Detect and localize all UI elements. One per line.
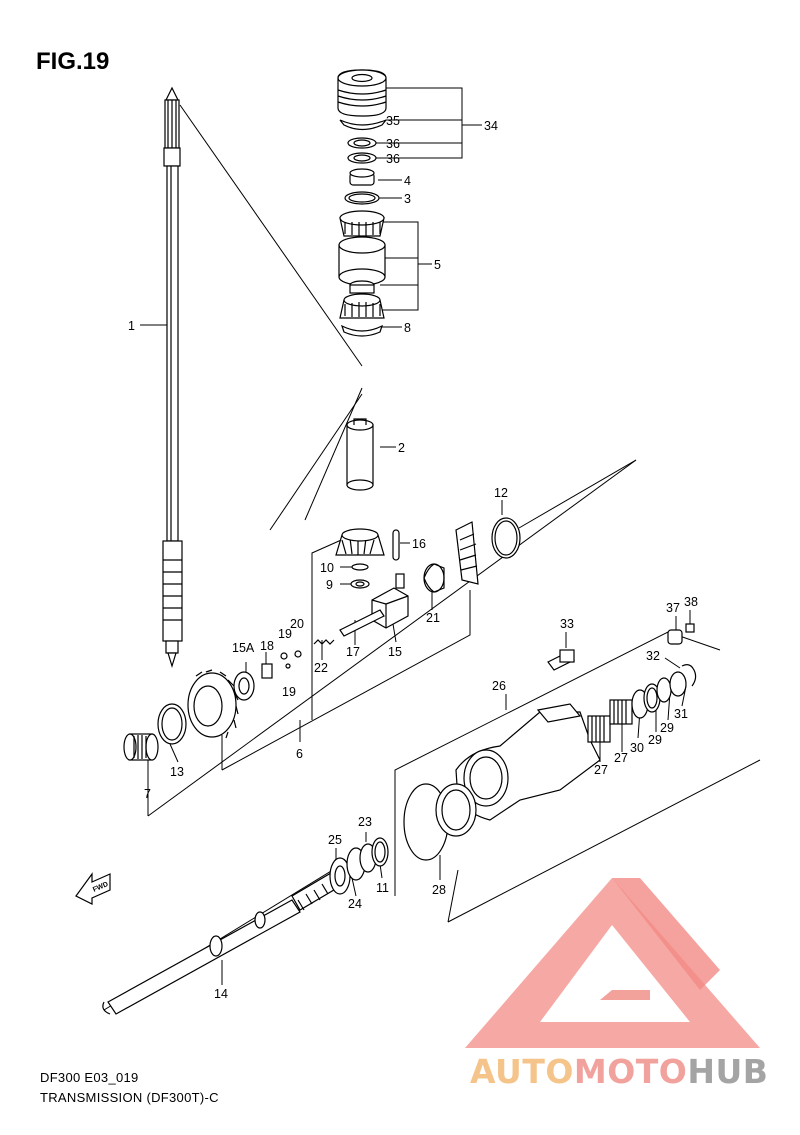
diagram-caption: TRANSMISSION (DF300T)-C: [40, 1090, 219, 1105]
callout-36-bottom: 36: [386, 152, 400, 166]
callout-5: 5: [434, 258, 441, 272]
callout-38: 38: [684, 595, 698, 609]
callout-35: 35: [386, 114, 400, 128]
callout-29-right: 29: [660, 721, 674, 735]
callout-6: 6: [296, 747, 303, 761]
callout-19-top: 19: [278, 627, 292, 641]
callout-18: 18: [260, 639, 274, 653]
callout-19-bottom: 19: [282, 685, 296, 699]
bushing: [346, 418, 374, 491]
callout-27-left: 27: [594, 763, 608, 777]
callout-29-left: 29: [648, 733, 662, 747]
callout-10: 10: [320, 561, 334, 575]
callout-37: 37: [666, 601, 680, 615]
watermark-part-auto: AUTO: [470, 1052, 574, 1091]
callout-7: 7: [144, 787, 151, 801]
figure-title: FIG.19: [36, 48, 110, 75]
watermark-part-hub: HUB: [687, 1052, 769, 1091]
callout-14: 14: [214, 987, 228, 1001]
callout-16: 16: [412, 537, 426, 551]
watermark-logo: [465, 878, 760, 1048]
callout-30: 30: [630, 741, 644, 755]
callout-3: 3: [404, 192, 411, 206]
callout-1: 1: [128, 319, 135, 333]
callout-25: 25: [328, 833, 342, 847]
callout-20: 20: [290, 617, 304, 631]
callout-22: 22: [314, 661, 328, 675]
callout-23: 23: [358, 815, 372, 829]
clutch-components: [233, 517, 521, 701]
callout-36-top: 36: [386, 137, 400, 151]
callout-26: 26: [492, 679, 506, 693]
callout-21: 21: [426, 611, 440, 625]
callout-27-right: 27: [614, 751, 628, 765]
callout-17: 17: [346, 645, 360, 659]
callout-33: 33: [560, 617, 574, 631]
reverse-gear: [123, 669, 239, 761]
callout-12: 12: [494, 486, 508, 500]
callout-15: 15: [388, 645, 402, 659]
callout-2: 2: [398, 441, 405, 455]
callout-9: 9: [326, 578, 333, 592]
drive-shaft: [162, 86, 183, 669]
pinion-gear: [335, 528, 385, 589]
callout-31: 31: [674, 707, 688, 721]
diagram-code: DF300 E03_019: [40, 1070, 139, 1085]
callout-34: 34: [484, 119, 498, 133]
watermark-text: AUTOMOTOHUB: [470, 1052, 768, 1091]
callout-24: 24: [348, 897, 362, 911]
fwd-arrow-icon: FWD: [75, 872, 111, 905]
callout-28: 28: [432, 883, 446, 897]
callout-labels: 1 2 3 4 5 6 7 8 9 10 11 12 13 14 15 15A …: [128, 114, 698, 1001]
callout-15a: 15A: [232, 641, 255, 655]
callout-32: 32: [646, 649, 660, 663]
callout-8: 8: [404, 321, 411, 335]
propeller-shaft-housing: [403, 623, 697, 861]
callout-11: 11: [376, 881, 389, 895]
watermark-part-moto: MOTO: [573, 1052, 688, 1091]
propeller-shaft: [102, 837, 389, 1015]
bearing-housing-assembly: [337, 69, 387, 337]
callout-4: 4: [404, 174, 411, 188]
callout-13: 13: [170, 765, 184, 779]
